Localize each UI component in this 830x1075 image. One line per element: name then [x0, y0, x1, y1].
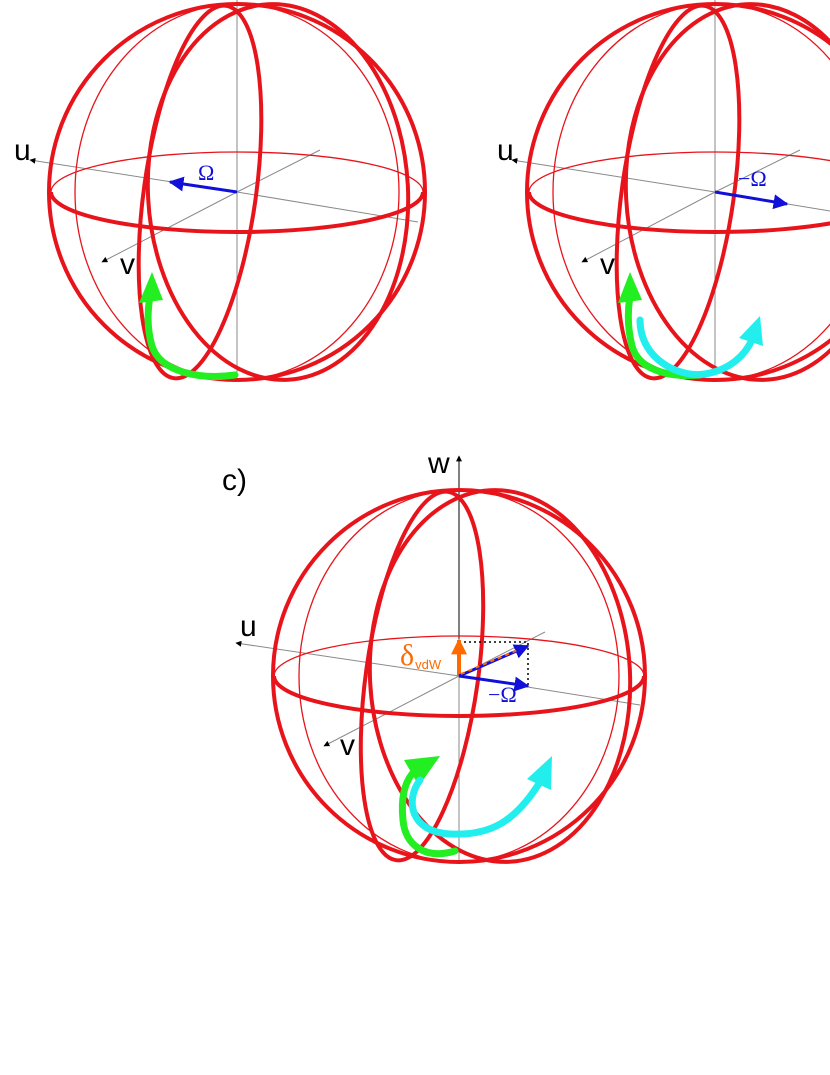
panel-b-sphere: [525, 2, 830, 382]
panel-c-cyan-arrowhead: [527, 756, 552, 790]
panel-b: u v −Ω: [497, 0, 830, 382]
panel-b-equator-front: [527, 191, 830, 234]
panel-c-effective-vector-dash: [460, 648, 521, 675]
panel-c-omega-vector: [458, 674, 530, 692]
panel-a-v-label: v: [120, 248, 135, 281]
panel-a-meridian-bold-right: [145, 2, 411, 382]
panel-b-cyan-arrowhead: [739, 316, 763, 346]
panel-c: c): [222, 447, 647, 864]
panel-c-u-label: u: [240, 610, 257, 643]
panel-b-omega-label: −Ω: [738, 166, 767, 191]
panel-c-meridian-bold-right: [367, 488, 633, 864]
panel-b-green-path: [624, 292, 704, 380]
panel-a-equator-front: [49, 191, 425, 234]
panel-c-meridian-thin: [298, 489, 620, 863]
panel-a: u v Ω: [14, 0, 427, 382]
panel-c-meridian-bold-left: [358, 489, 486, 863]
panel-b-cyan-trajectory: [636, 316, 763, 379]
panel-b-cyan-path: [636, 316, 756, 379]
panel-a-green-trajectory: [139, 272, 239, 380]
panel-b-meridian-bold-right: [623, 2, 830, 382]
panel-a-omega-label: Ω: [198, 160, 214, 185]
panel-a-meridian-thin: [74, 3, 400, 381]
panel-a-v-axis-back: [236, 149, 321, 193]
panel-b-sphere-outline: [525, 2, 830, 382]
panel-c-delta-label: δvdW: [400, 639, 442, 672]
panel-b-u-label: u: [497, 134, 514, 167]
panel-b-meridian-bold-left: [614, 3, 742, 381]
panel-b-v-label: v: [600, 248, 615, 281]
panel-c-green-path: [398, 770, 459, 858]
panel-b-omega-vector: [714, 190, 789, 210]
panel-a-green-arrowhead: [139, 272, 163, 303]
panel-a-v-axis: [101, 191, 238, 263]
panel-b-v-axis: [581, 191, 716, 263]
panel-a-green-path: [144, 292, 239, 380]
panel-c-delta-subscript: vdW: [415, 657, 442, 672]
panel-b-u-axis: [511, 157, 716, 193]
panel-c-v-axis: [323, 675, 460, 747]
panel-a-u-label: u: [14, 134, 31, 167]
panel-c-sphere: [271, 488, 647, 864]
panel-b-v-axis-back: [714, 149, 801, 193]
panel-c-delta-symbol: δ: [400, 639, 414, 672]
panel-c-equator-front: [272, 675, 646, 718]
panel-a-u-axis-back: [236, 191, 419, 223]
panel-c-label: c): [222, 464, 247, 497]
panel-a-sphere: [47, 2, 427, 382]
panel-a-meridian-bold-left: [136, 3, 264, 381]
panel-c-w-label: w: [427, 447, 450, 480]
panel-b-green-arrowhead: [618, 272, 642, 303]
panel-a-omega-vector: [168, 176, 238, 194]
panel-c-green-arrowhead: [404, 756, 440, 786]
panel-c-omega-label: −Ω: [488, 682, 517, 707]
panel-c-green-trajectory: [398, 756, 459, 858]
panel-c-cyan-trajectory: [408, 756, 552, 838]
panel-b-green-trajectory: [618, 272, 704, 380]
panel-b-axes: [511, 0, 830, 374]
panel-c-v-label: v: [340, 729, 355, 762]
panel-c-vector-construction: [451, 638, 530, 692]
panel-c-cyan-path: [408, 776, 544, 838]
panel-b-meridian-thin: [552, 3, 830, 381]
panel-c-dotted-box: [459, 641, 529, 686]
